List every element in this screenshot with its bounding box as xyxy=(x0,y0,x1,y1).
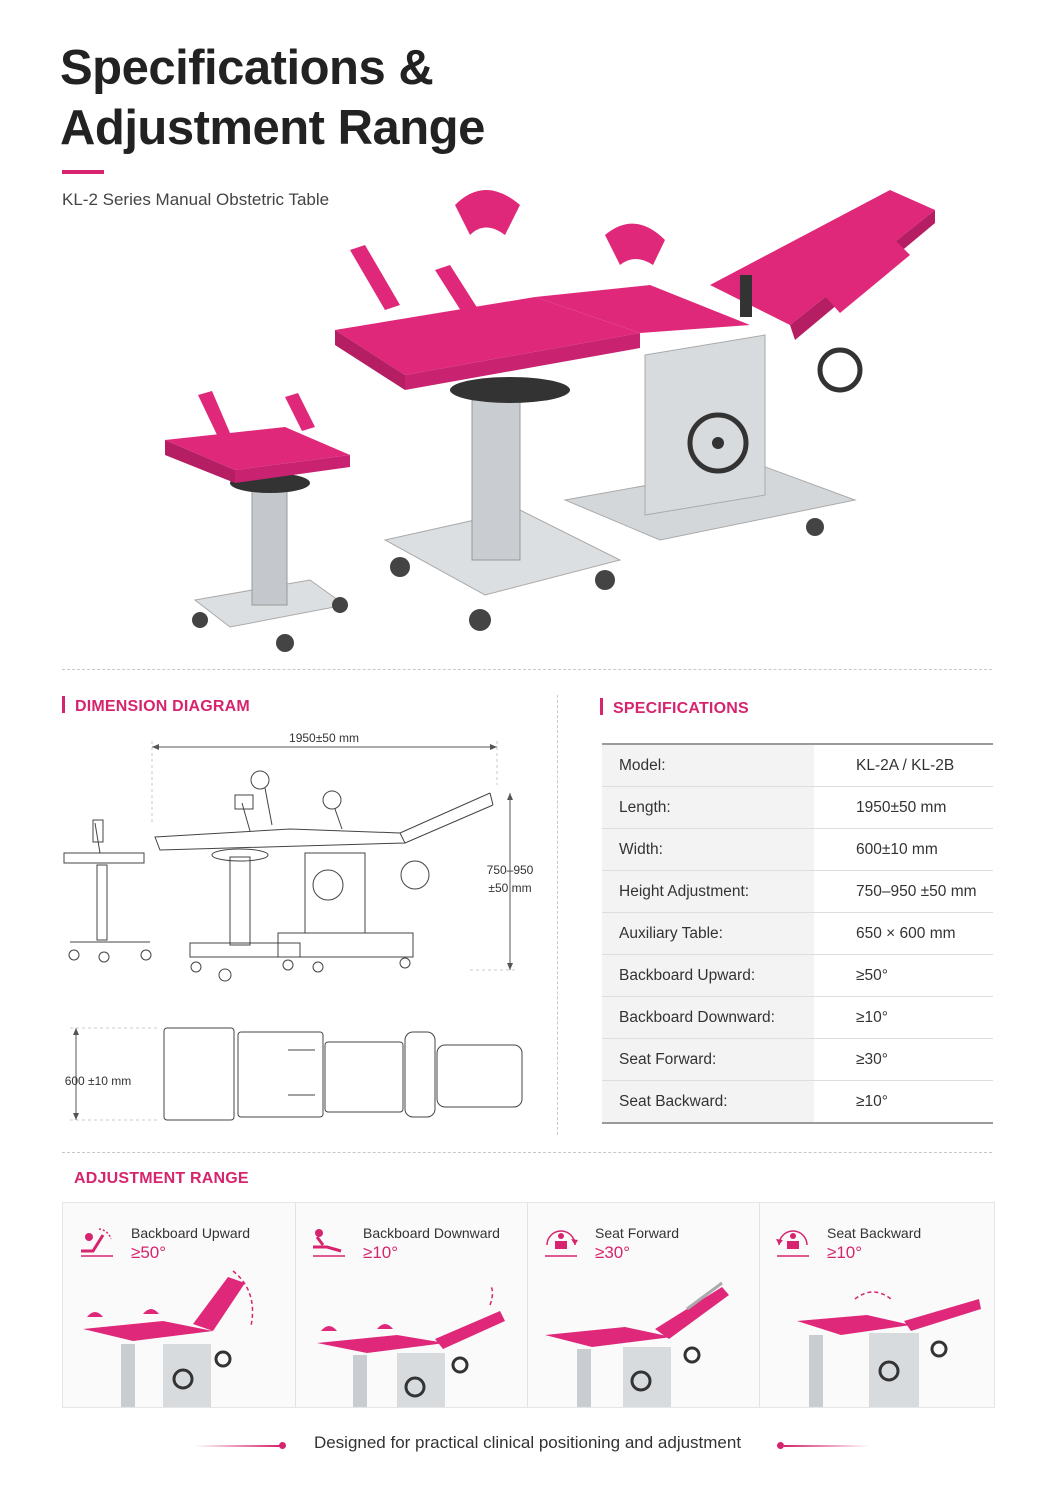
spec-value: 600±10 mm xyxy=(814,828,993,871)
main-table-top xyxy=(335,190,935,390)
spec-value: 1950±50 mm xyxy=(814,786,993,829)
spec-key: Length: xyxy=(602,786,814,829)
spec-row: Backboard Upward:≥50° xyxy=(602,954,993,997)
adjustment-card: Backboard Downward ≥10° xyxy=(295,1203,528,1407)
spec-row: Model:KL-2A / KL-2B xyxy=(602,744,993,787)
adjustment-value: ≥30° xyxy=(595,1243,631,1262)
adjustment-card: Backboard Upward ≥50° xyxy=(63,1203,296,1407)
spec-value: ≥30° xyxy=(814,1038,993,1081)
side-view-drawing xyxy=(63,770,494,982)
dimension-diagram-heading-text: DIMENSION DIAGRAM xyxy=(75,698,250,715)
height-dimension-label: 750–950 xyxy=(487,863,534,877)
obstetric-table-illustration xyxy=(165,190,935,652)
seat-forward-icon xyxy=(545,1230,578,1257)
spec-key: Auxiliary Table: xyxy=(602,912,814,955)
title-line-2: Adjustment Range xyxy=(60,101,485,155)
spec-row: Seat Forward:≥30° xyxy=(602,1038,993,1081)
specifications-heading-text: SPECIFICATIONS xyxy=(613,700,749,717)
adjustment-label: Backboard Upward xyxy=(131,1225,251,1241)
adjustment-value: ≥10° xyxy=(363,1243,399,1262)
spec-value: KL-2A / KL-2B xyxy=(814,744,993,787)
spec-key: Width: xyxy=(602,828,814,871)
section-divider-vertical xyxy=(557,695,558,1135)
title-line-1: Specifications & xyxy=(60,41,434,95)
auxiliary-stool xyxy=(165,391,350,652)
spec-row: Backboard Downward:≥10° xyxy=(602,996,993,1039)
spec-key: Seat Backward: xyxy=(602,1080,814,1123)
spec-value: ≥10° xyxy=(814,996,993,1039)
spec-row: Auxiliary Table:650 × 600 mm xyxy=(602,912,993,955)
spec-key: Model: xyxy=(602,744,814,787)
seat-forward-photo xyxy=(545,1281,729,1407)
adjustment-label: Seat Backward xyxy=(827,1225,922,1241)
spec-value: ≥50° xyxy=(814,954,993,997)
main-table-base xyxy=(383,334,863,631)
spec-value: 650 × 600 mm xyxy=(814,912,993,955)
adjustment-card: Seat Backward ≥10° xyxy=(759,1203,993,1407)
length-dimension-label: 1950±50 mm xyxy=(289,731,359,745)
dimension-diagram-heading: DIMENSION DIAGRAM xyxy=(62,696,250,716)
backboard-up-icon xyxy=(81,1228,113,1257)
footer-dot-left xyxy=(279,1442,286,1449)
footer-line-left xyxy=(195,1445,280,1447)
adjustment-card: Seat Forward ≥30° xyxy=(527,1203,760,1407)
adjustment-value: ≥50° xyxy=(131,1243,167,1262)
spec-key: Backboard Downward: xyxy=(602,996,814,1039)
dimension-diagram: 1950±50 mm 750–950 ±50 mm 600 ±10 mm xyxy=(63,731,534,1121)
footer-tagline: Designed for practical clinical position… xyxy=(313,1433,742,1452)
spec-key: Height Adjustment: xyxy=(602,870,814,913)
section-divider-top xyxy=(62,669,992,670)
width-dimension-label: 600 ±10 mm xyxy=(65,1074,132,1088)
spec-row: Width:600±10 mm xyxy=(602,828,993,871)
spec-row: Length:1950±50 mm xyxy=(602,786,993,829)
seat-backward-icon xyxy=(776,1230,809,1257)
spec-row: Height Adjustment:750–950 ±50 mm xyxy=(602,870,993,913)
adjustment-range-heading: ADJUSTMENT RANGE xyxy=(74,1170,249,1187)
heading-bar xyxy=(62,696,65,713)
height-tolerance-label: ±50 mm xyxy=(488,881,531,895)
heading-bar xyxy=(600,698,603,715)
footer-line-right xyxy=(784,1445,869,1447)
page-subtitle: KL-2 Series Manual Obstetric Table xyxy=(62,190,330,209)
adjustment-range-panel: Backboard Upward ≥50° Backboard Downward… xyxy=(62,1202,995,1408)
footer-dot-right xyxy=(777,1442,784,1449)
top-view-drawing xyxy=(163,1027,523,1121)
section-divider-bottom xyxy=(62,1152,992,1153)
adjustment-label: Backboard Downward xyxy=(363,1225,500,1241)
title-accent-line xyxy=(62,170,104,174)
backboard-downward-photo xyxy=(317,1284,505,1407)
adjustment-label: Seat Forward xyxy=(595,1225,680,1241)
spec-value: 750–950 ±50 mm xyxy=(814,870,993,913)
spec-value: ≥10° xyxy=(856,1092,888,1110)
page-title: Specifications & Adjustment Range xyxy=(60,38,485,158)
seat-backward-photo xyxy=(797,1291,981,1407)
adjustment-value: ≥10° xyxy=(827,1243,863,1262)
spec-row: Seat Backward: ≥10° xyxy=(602,1080,993,1123)
specifications-heading: SPECIFICATIONS xyxy=(600,698,749,718)
backboard-upward-photo xyxy=(83,1270,254,1407)
spec-key: Seat Forward: xyxy=(602,1038,814,1081)
spec-key: Backboard Upward: xyxy=(602,954,814,997)
backboard-down-icon xyxy=(313,1229,345,1257)
